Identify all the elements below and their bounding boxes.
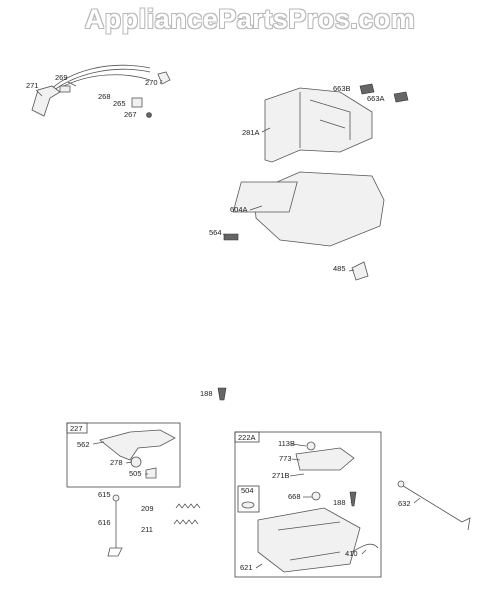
- box-222A: [234, 431, 382, 578]
- label-632: 632: [398, 499, 411, 508]
- rod-616-drawing: [107, 500, 123, 557]
- label-604A: 604A: [230, 205, 248, 214]
- screw-188-box-drawing: [349, 491, 357, 507]
- plate-773-drawing: [295, 447, 355, 471]
- washer-113B-drawing: [306, 441, 316, 451]
- box-504: [237, 485, 260, 513]
- label-621: 621: [240, 563, 253, 572]
- bolt-663B-drawing: [359, 83, 375, 95]
- label-222A: 222A: [238, 433, 256, 442]
- bolt-188-drawing: [217, 387, 227, 401]
- label-265: 265: [113, 99, 126, 108]
- clip-268-drawing: [59, 85, 71, 93]
- nut-270-drawing: [157, 71, 171, 85]
- label-269: 269: [55, 73, 68, 82]
- rod-615-end: [112, 494, 120, 502]
- box-227-tag: [66, 422, 88, 434]
- label-616: 616: [98, 518, 111, 527]
- nut-505-drawing: [145, 467, 157, 479]
- label-113B: 113B: [278, 439, 295, 448]
- shroud-281A-drawing: [264, 87, 373, 163]
- label-663B: 663B: [333, 84, 351, 93]
- box-222A-tag: [234, 431, 260, 443]
- box-227: [66, 422, 181, 488]
- cover-grille: [232, 181, 298, 213]
- screw-564-drawing: [223, 233, 239, 241]
- label-227: 227: [70, 424, 83, 433]
- spring-211-drawing: [173, 519, 199, 525]
- leader-lines: [35, 79, 421, 569]
- label-504: 504: [241, 486, 254, 495]
- label-564: 564: [209, 228, 222, 237]
- label-268: 268: [98, 92, 111, 101]
- label-270: 270: [145, 78, 158, 87]
- label-663A: 663A: [367, 94, 385, 103]
- label-271B: 271B: [272, 471, 290, 480]
- label-281A: 281A: [242, 128, 260, 137]
- blower-housing-group: [223, 83, 409, 281]
- spring-209-drawing: [175, 503, 201, 509]
- site-watermark: AppliancePartsPros.com: [84, 4, 416, 34]
- label-271: 271: [26, 81, 39, 90]
- lever-562-drawing: [99, 429, 176, 461]
- bracket-detail: [277, 521, 341, 561]
- clamp-265-drawing: [131, 97, 143, 108]
- bracket-621-drawing: [257, 507, 361, 573]
- label-773: 773: [279, 454, 292, 463]
- link-632-end: [397, 480, 405, 488]
- label-505: 505: [129, 469, 142, 478]
- label-209: 209: [141, 504, 154, 513]
- label-485: 485: [333, 264, 346, 273]
- label-615: 615: [98, 490, 111, 499]
- label-562: 562: [77, 440, 90, 449]
- label-278: 278: [110, 458, 123, 467]
- label-188: 188: [200, 389, 213, 398]
- washer-668-drawing: [311, 491, 321, 501]
- clip-485-drawing: [351, 261, 369, 281]
- shroud-detail: [299, 92, 351, 148]
- label-668: 668: [288, 492, 301, 501]
- link-632-drawing: [399, 483, 471, 531]
- label-410: 410: [345, 549, 358, 558]
- screw-267-drawing: [146, 112, 152, 118]
- washer-278-drawing: [130, 456, 142, 468]
- bolt-663A-drawing: [393, 91, 409, 103]
- washer-504-drawing: [241, 501, 255, 509]
- wire-410-drawing: [351, 543, 379, 553]
- label-211: 211: [141, 525, 153, 534]
- label-188-box: 188: [333, 498, 346, 507]
- label-267: 267: [124, 110, 137, 119]
